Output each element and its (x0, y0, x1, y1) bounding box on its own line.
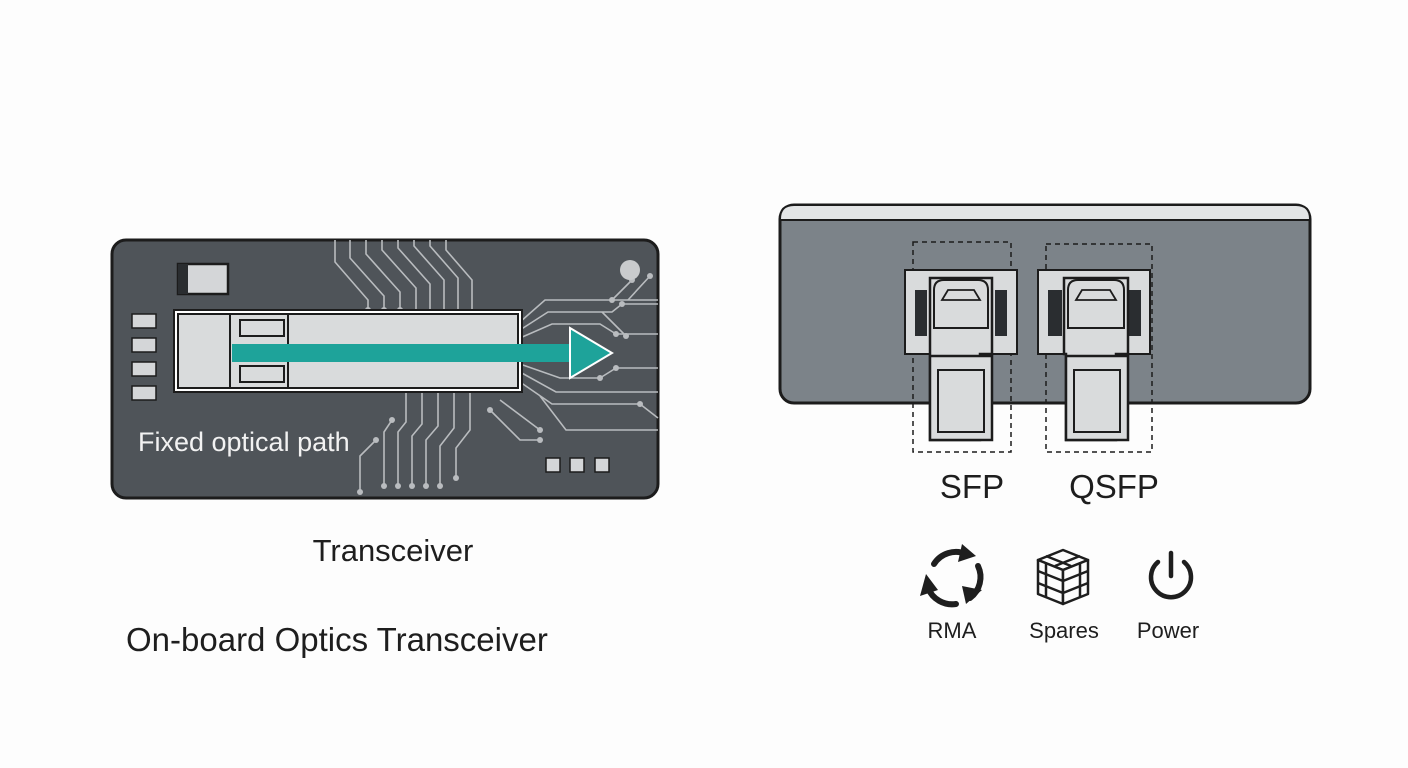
mounting-hole (620, 260, 640, 280)
status-leds (545, 457, 610, 473)
spares-label: Spares (1029, 618, 1099, 643)
power-label: Power (1137, 618, 1199, 643)
optical-path-arrow (232, 326, 614, 380)
transceiver-caption: Transceiver (313, 533, 474, 568)
circuit-traces (334, 240, 659, 492)
edge-pads (131, 313, 157, 401)
spares-box-icon (1036, 548, 1090, 606)
figure-title: On-board Optics Transceiver (126, 621, 548, 658)
qsfp-label: QSFP (1069, 468, 1159, 505)
rma-label: RMA (928, 618, 977, 643)
qsfp-port (1037, 243, 1153, 453)
sfp-label: SFP (940, 468, 1004, 505)
sfp-port (904, 241, 1018, 453)
onboard-optics-board: Fixed optical path (110, 238, 660, 500)
power-icon (1148, 550, 1194, 600)
rma-recycle-icon (920, 544, 984, 608)
board-label: Fixed optical path (138, 427, 350, 457)
